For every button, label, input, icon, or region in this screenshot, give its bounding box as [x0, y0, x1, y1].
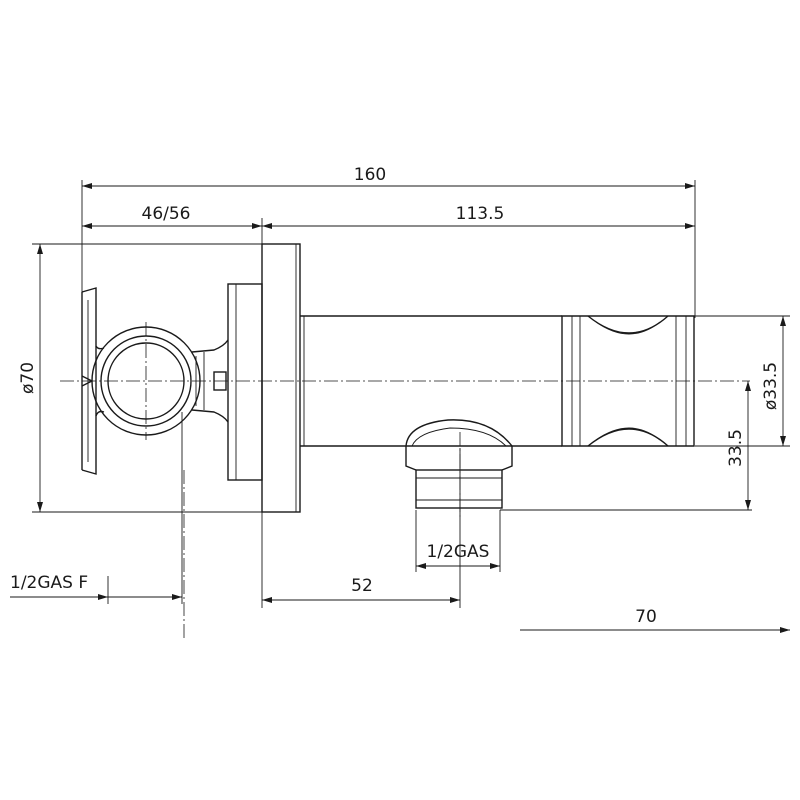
dim-flange-diameter: ø70	[18, 362, 38, 394]
shower-holder	[561, 315, 695, 447]
dim-outlet-offset: 52	[351, 576, 373, 596]
dim-outlet-thread: 1/2GAS	[427, 542, 490, 562]
dim-body-length: 113.5	[456, 204, 505, 224]
dim-overall-length: 160	[354, 165, 386, 185]
dim-holder-diameter: ø33.5	[761, 362, 781, 410]
dim-holder-offset: 70	[635, 607, 657, 627]
dimension-lines	[10, 183, 790, 633]
valve-stem	[191, 339, 229, 423]
dim-outlet-height: 33.5	[726, 429, 746, 467]
escutcheon	[227, 243, 301, 513]
body-tube	[300, 315, 562, 447]
dimension-labels: 160 46/56 113.5 ø70 ø33.5 33.5 1/2GAS F …	[10, 165, 781, 627]
extension-lines	[32, 180, 790, 608]
dim-handle-depth: 46/56	[142, 204, 191, 224]
center-lines	[60, 322, 750, 640]
outlet-fitting	[405, 419, 513, 509]
dim-inlet-thread: 1/2GAS F	[10, 573, 88, 593]
handle-ring	[91, 326, 201, 436]
